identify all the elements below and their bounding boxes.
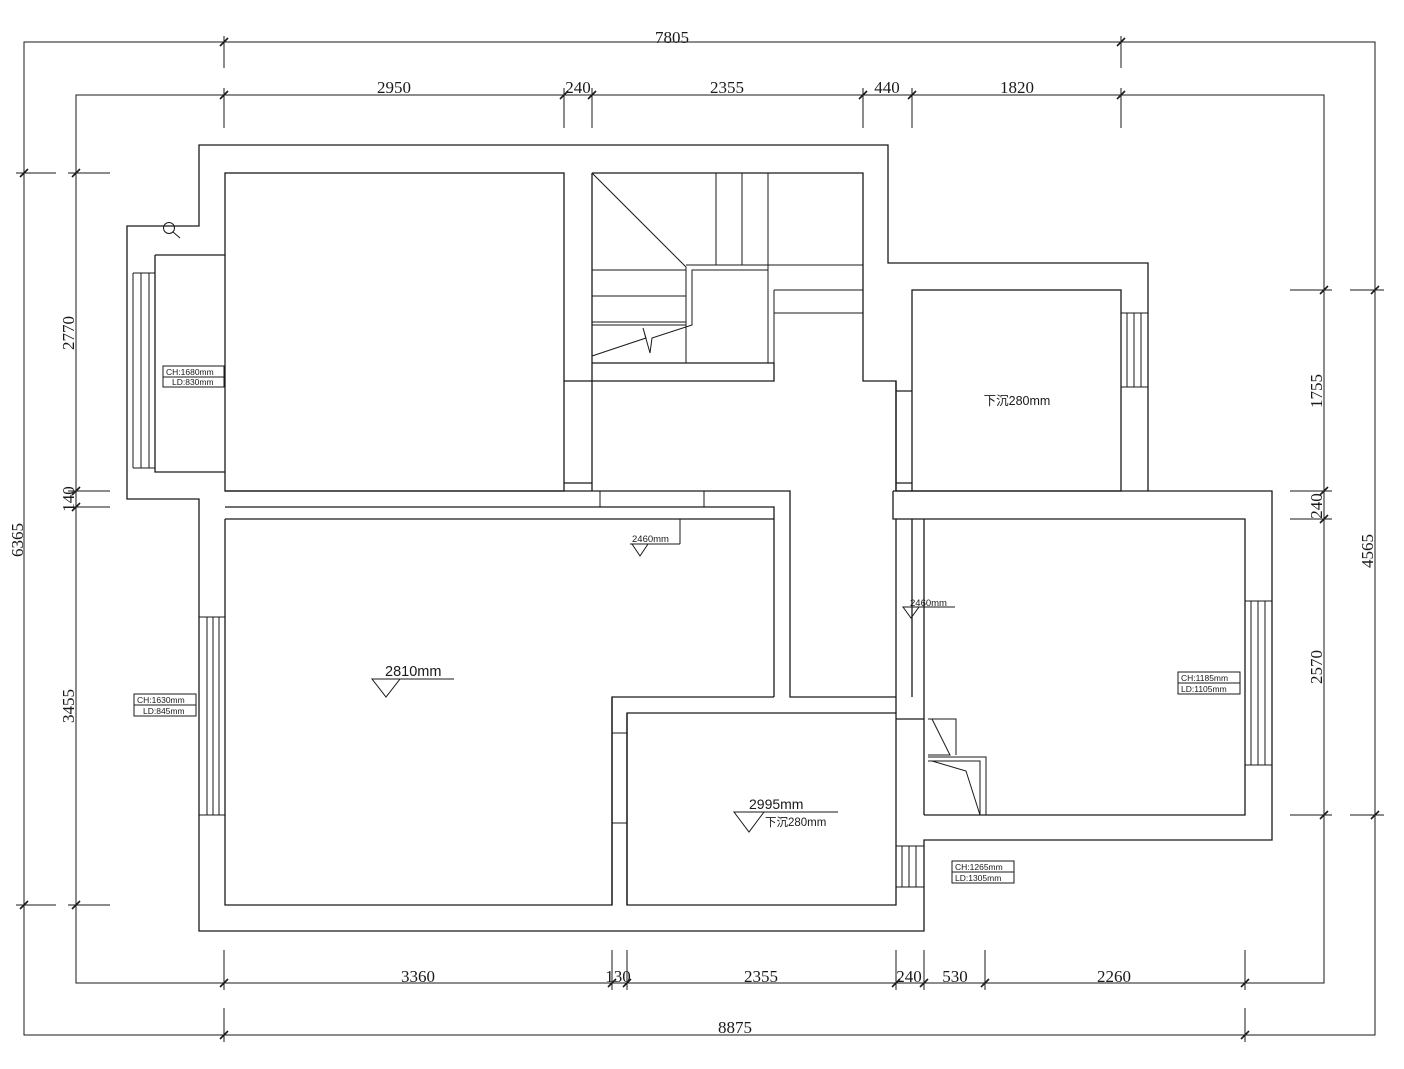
dim-right-3: 2570: [1307, 650, 1326, 684]
dim-top-outer: 7805: [655, 28, 689, 47]
window-bottom-ch: CH:1265mm: [955, 862, 1003, 872]
dim-bottom-4: 240: [896, 967, 922, 986]
dim-top-2: 240: [565, 78, 591, 97]
window-left-upper-ch: CH:1680mm: [166, 367, 214, 377]
dim-bottom-5: 530: [942, 967, 968, 986]
dim-right-2: 240: [1307, 493, 1326, 519]
sink-label-upper: 下沉280mm: [984, 394, 1051, 408]
dim-right-1: 1755: [1307, 374, 1326, 408]
level-lower: 2995mm: [749, 796, 803, 812]
window-tag-bottom: CH:1265mm LD:1305mm: [951, 860, 1015, 884]
window-right-ld: LD:1105mm: [1181, 684, 1227, 694]
walls: [126, 144, 1273, 932]
dim-left-outer: 6365: [8, 523, 27, 557]
dim-top-4: 440: [874, 78, 900, 97]
dim-right-outer: 4565: [1358, 534, 1377, 568]
dim-left-1: 2770: [59, 316, 78, 350]
room-labels: 下沉280mm 2810mm 2460mm 2460mm 2995mm 下沉28…: [370, 394, 1051, 833]
dim-left-2: 140: [59, 486, 78, 512]
dim-left-3: 3455: [59, 689, 78, 723]
level-marker-lower: 2995mm 下沉280mm: [733, 796, 838, 833]
window-tag-right: CH:1185mm LD:1105mm: [1177, 671, 1241, 695]
window-left-lower-ld: LD:845mm: [143, 706, 185, 716]
dim-bottom-2: 130: [605, 967, 631, 986]
dim-bottom-1: 3360: [401, 967, 435, 986]
sink-label-lower: 下沉280mm: [765, 816, 826, 829]
dim-bottom-outer: 8875: [718, 1018, 752, 1037]
level-marker-main: 2810mm: [370, 664, 454, 698]
dim-bottom-3: 2355: [744, 967, 778, 986]
dim-bottom-6: 2260: [1097, 967, 1131, 986]
window-tags: CH:1680mm LD:830mm CH:1630mm LD:845mm CH…: [133, 365, 1241, 884]
level-corridor: 2460mm: [910, 598, 947, 609]
level-main: 2810mm: [385, 664, 441, 680]
level-marker-hall: 2460mm: [630, 519, 681, 557]
window-bottom-ld: LD:1305mm: [955, 873, 1001, 883]
window-right-ch: CH:1185mm: [1181, 673, 1228, 683]
dim-top-3: 2355: [710, 78, 744, 97]
window-tag-left-lower: CH:1630mm LD:845mm: [133, 693, 197, 717]
magnifier-icon: [163, 222, 181, 239]
drawing-frame: [23, 41, 1376, 1036]
level-marker-corridor: 2460mm: [902, 598, 955, 619]
window-left-lower-ch: CH:1630mm: [137, 695, 185, 705]
dimension-texts: 7805 2950 240 2355 440 1820 3360 130 235…: [8, 28, 1377, 1037]
dim-top-5: 1820: [1000, 78, 1034, 97]
level-hall: 2460mm: [632, 534, 669, 545]
dimension-lines: [16, 36, 1384, 1042]
dim-top-1: 2950: [377, 78, 411, 97]
window-tag-left-upper: CH:1680mm LD:830mm: [162, 365, 225, 388]
window-left-upper-ld: LD:830mm: [172, 377, 214, 387]
